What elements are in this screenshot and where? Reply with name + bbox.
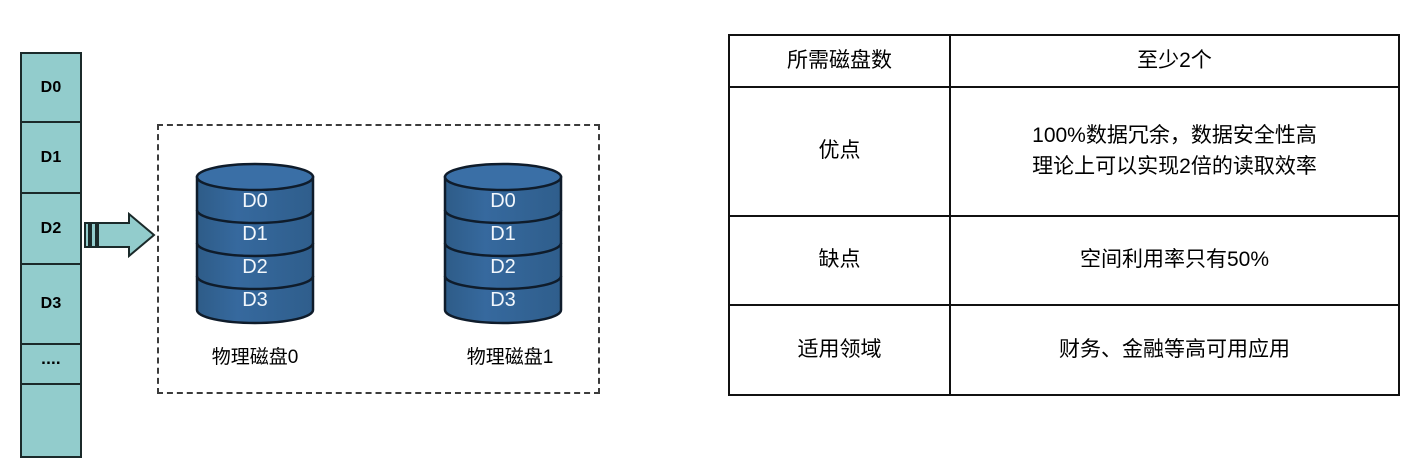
stack-cell-label: D0 xyxy=(40,78,62,96)
spec-value-use-cases: 财务、金融等高可用应用 xyxy=(949,304,1400,396)
disk-cylinder-icon: D0 D1 D2 D3 xyxy=(443,162,563,325)
physical-disk-1: D0 D1 D2 D3 物理磁盘1 xyxy=(442,162,564,369)
platter-label: D2 xyxy=(490,256,516,278)
stack-cell-ellipsis: .... xyxy=(22,345,80,385)
spec-label-use-cases: 适用领域 xyxy=(728,304,951,396)
platter-label: D3 xyxy=(490,289,516,311)
spec-label-disadvantages: 缺点 xyxy=(728,215,951,306)
platter-label: D0 xyxy=(242,190,268,212)
spec-value-disk-count: 至少2个 xyxy=(949,34,1400,88)
stack-cell-d0: D0 xyxy=(22,54,80,123)
disk-cylinder-icon: D0 D1 D2 D3 xyxy=(195,162,315,325)
raid1-spec-table: 所需磁盘数 至少2个 优点 100%数据冗余，数据安全性高 理论上可以实现2倍的… xyxy=(728,34,1400,396)
platter-label: D1 xyxy=(490,223,516,245)
spec-label-disk-count: 所需磁盘数 xyxy=(728,34,951,88)
platter-label: D3 xyxy=(242,289,268,311)
stack-cell-d1: D1 xyxy=(22,123,80,194)
table-row: 优点 100%数据冗余，数据安全性高 理论上可以实现2倍的读取效率 xyxy=(728,86,1400,217)
stack-cell-label: D3 xyxy=(40,295,62,312)
physical-disk-0: D0 D1 D2 D3 物理磁盘0 xyxy=(194,162,316,369)
platter-label: D2 xyxy=(242,256,268,278)
spec-value-advantages: 100%数据冗余，数据安全性高 理论上可以实现2倍的读取效率 xyxy=(949,86,1400,217)
raid1-mirror-group: D0 D1 D2 D3 物理磁盘0 D0 D1 D2 D3 xyxy=(157,124,600,394)
stack-cell-d2: D2 xyxy=(22,194,80,265)
write-data-arrow-icon xyxy=(84,212,156,258)
physical-disk-0-caption: 物理磁盘0 xyxy=(211,347,299,368)
stack-cell-label: D2 xyxy=(40,219,62,237)
spec-label-advantages: 优点 xyxy=(728,86,951,217)
table-row: 缺点 空间利用率只有50% xyxy=(728,215,1400,306)
stack-cell-empty xyxy=(22,385,80,456)
spec-value-disadvantages: 空间利用率只有50% xyxy=(949,215,1400,306)
stack-cell-d3: D3 xyxy=(22,265,80,345)
platter-label: D1 xyxy=(242,223,268,245)
stack-cell-label: .... xyxy=(41,349,61,369)
physical-disk-1-caption: 物理磁盘1 xyxy=(466,347,554,368)
platter-label: D0 xyxy=(490,190,516,212)
table-row: 适用领域 财务、金融等高可用应用 xyxy=(728,304,1400,396)
table-row: 所需磁盘数 至少2个 xyxy=(728,34,1400,88)
stack-cell-label: D1 xyxy=(40,148,62,166)
logical-data-stack: D0 D1 D2 D3 .... xyxy=(20,52,82,458)
